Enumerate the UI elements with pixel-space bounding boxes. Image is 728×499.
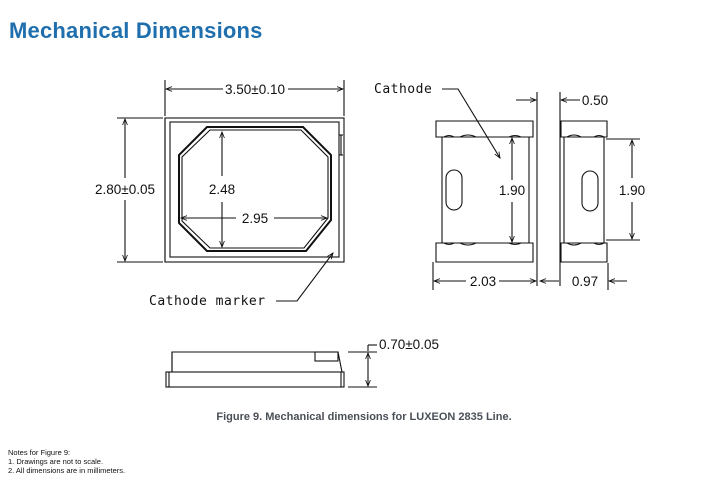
page-title: Mechanical Dimensions [9,18,263,43]
lens-height-label: 2.48 [209,182,235,197]
package-outline [164,117,345,263]
thickness-label: 0.70±0.05 [379,337,439,352]
side-view [165,344,377,388]
right-pad-height-label: 1.90 [619,183,645,198]
figure-caption: Figure 9. Mechanical dimensions for LUXE… [216,411,512,423]
left-pad-width-label: 2.03 [470,274,496,289]
side-body [165,371,345,388]
figure-notes: Notes for Figure 9: 1. Drawings are not … [8,448,125,475]
right-pad-width-label: 0.97 [572,274,598,289]
note-item: 2. All dimensions are in millimeters. [8,466,126,475]
right-pad-slot [581,170,599,212]
right-pad [560,120,608,263]
package-height-label: 2.80±0.05 [95,182,155,197]
top-view [117,80,345,302]
cathode-label: Cathode [374,82,432,97]
lens-width-label: 2.95 [242,211,268,226]
cathode-marker-label: Cathode marker [149,294,266,309]
left-pad-height-label: 1.90 [499,183,525,198]
left-pad-slot [445,169,463,211]
pad-gap-label: 0.50 [582,93,608,108]
notes-heading: Notes for Figure 9: [8,448,71,457]
package-width-label: 3.50±0.10 [225,82,285,97]
lens-outline [178,126,332,252]
note-item: 1. Drawings are not to scale. [8,457,104,466]
bottom-view [432,88,640,290]
